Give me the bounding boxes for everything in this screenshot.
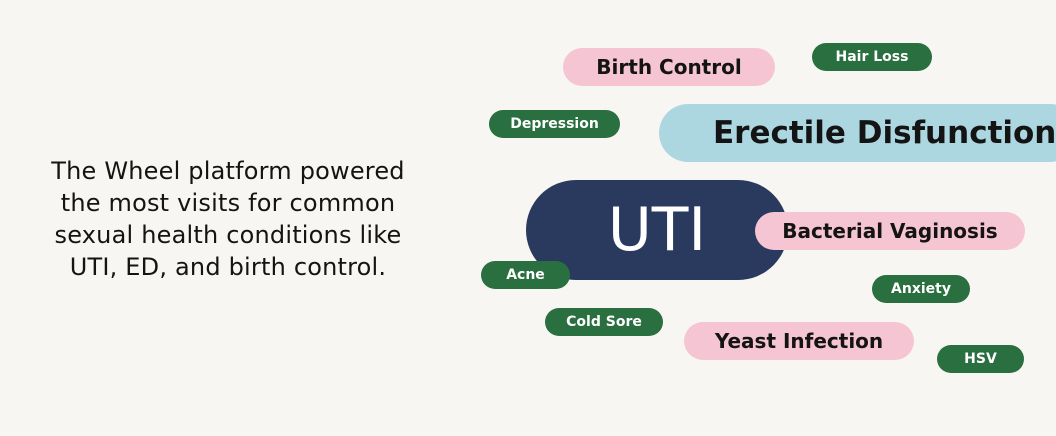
pill-yeast-infection: Yeast Infection (684, 322, 914, 360)
headline-line-4: UTI, ED, and birth control. (69, 253, 387, 281)
headline-line-1: The Wheel platform powered (51, 157, 405, 185)
headline-line-2: the most visits for common (60, 189, 396, 217)
pill-acne: Acne (481, 261, 570, 289)
pill-bacterial-vaginosis: Bacterial Vaginosis (755, 212, 1025, 250)
headline-line-3: sexual health conditions like (54, 221, 402, 249)
pill-hair-loss: Hair Loss (812, 43, 932, 71)
pill-erectile-dysfunction: Erectile Disfunction (659, 104, 1056, 162)
pill-hsv: HSV (937, 345, 1024, 373)
headline: The Wheel platform powered the most visi… (20, 155, 436, 283)
pill-anxiety: Anxiety (872, 275, 970, 303)
pill-depression: Depression (489, 110, 620, 138)
pill-cold-sore: Cold Sore (545, 308, 663, 336)
pill-birth-control: Birth Control (563, 48, 775, 86)
pill-uti: UTI (526, 180, 788, 280)
